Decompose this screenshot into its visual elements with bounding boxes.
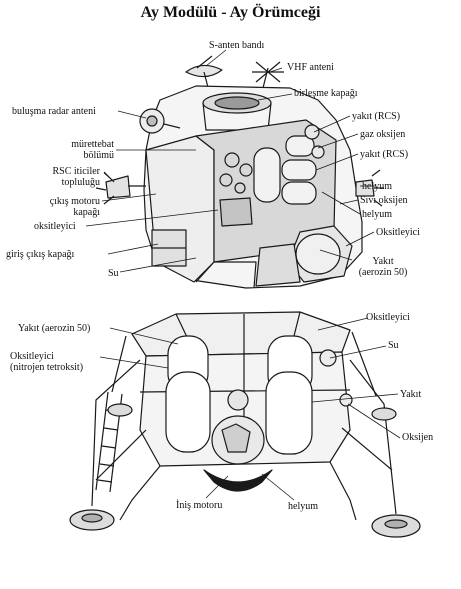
- descent-engine-icon: [203, 415, 273, 492]
- label-gas-oxygen: gaz oksijen: [360, 129, 406, 140]
- label-fuel-rcs-1: yakıt (RCS): [352, 111, 401, 122]
- diagram-title: Ay Modülü - Ay Örümceği: [140, 4, 321, 21]
- label-crew-compartment: mürettebat bölümü: [71, 139, 114, 161]
- label-water-ascent: Su: [108, 268, 119, 279]
- label-exit-hatch: giriş çıkış kapağı: [6, 249, 75, 260]
- label-liquid-oxygen: Sıvı oksijen: [360, 195, 408, 206]
- label-rsc-thrusters: RSC iticiler topluluğu: [52, 166, 101, 188]
- ascent-stage: [95, 55, 384, 289]
- rcs-thruster-quad-left-icon: [95, 171, 146, 205]
- label-oxidizer-right: Oksitleyici: [376, 227, 420, 238]
- rcs-thruster-quad-right-icon: [355, 169, 384, 207]
- label-docking-hatch: birleşme kapağı: [294, 88, 358, 99]
- ascent-tanks: [253, 124, 325, 205]
- label-vhf-antenna: VHF anteni: [287, 62, 334, 73]
- label-s-band-antenna: S-anten bandı: [209, 40, 265, 51]
- label-oxygen-descent: Oksijen: [402, 432, 434, 443]
- docking-hatch-icon: [202, 92, 272, 131]
- label-helium-descent: helyum: [288, 501, 318, 512]
- label-oxidizer-n2o4: Oksitleyici (nitrojen tetroksit): [10, 351, 84, 373]
- label-descent-engine: İniş motoru: [176, 500, 223, 511]
- label-oxidizer-left: oksitleyici: [34, 221, 76, 232]
- label-ascent-engine-cover: çıkış motoru kapağı: [49, 196, 100, 218]
- leader-lines: [85, 49, 401, 501]
- label-water-descent: Su: [388, 340, 399, 351]
- label-helium-top: helyum: [362, 181, 392, 192]
- label-helium-mid: helyum: [362, 209, 392, 220]
- descent-tanks: [165, 335, 313, 455]
- label-fuel-aerozine-ascent: Yakıt (aerozin 50): [358, 256, 408, 278]
- label-fuel-descent: Yakıt: [400, 389, 422, 400]
- rendezvous-radar-icon: [139, 108, 181, 134]
- landing-legs: [91, 331, 397, 521]
- label-rendezvous-radar: buluşma radar anteni: [12, 106, 96, 117]
- foot-pads: [69, 403, 421, 538]
- label-fuel-rcs-2: yakıt (RCS): [360, 149, 409, 160]
- label-fuel-aerozine-descent: Yakıt (aerozin 50): [18, 323, 91, 334]
- descent-stage: [69, 311, 421, 538]
- label-oxidizer-descent: Oksitleyici: [366, 312, 410, 323]
